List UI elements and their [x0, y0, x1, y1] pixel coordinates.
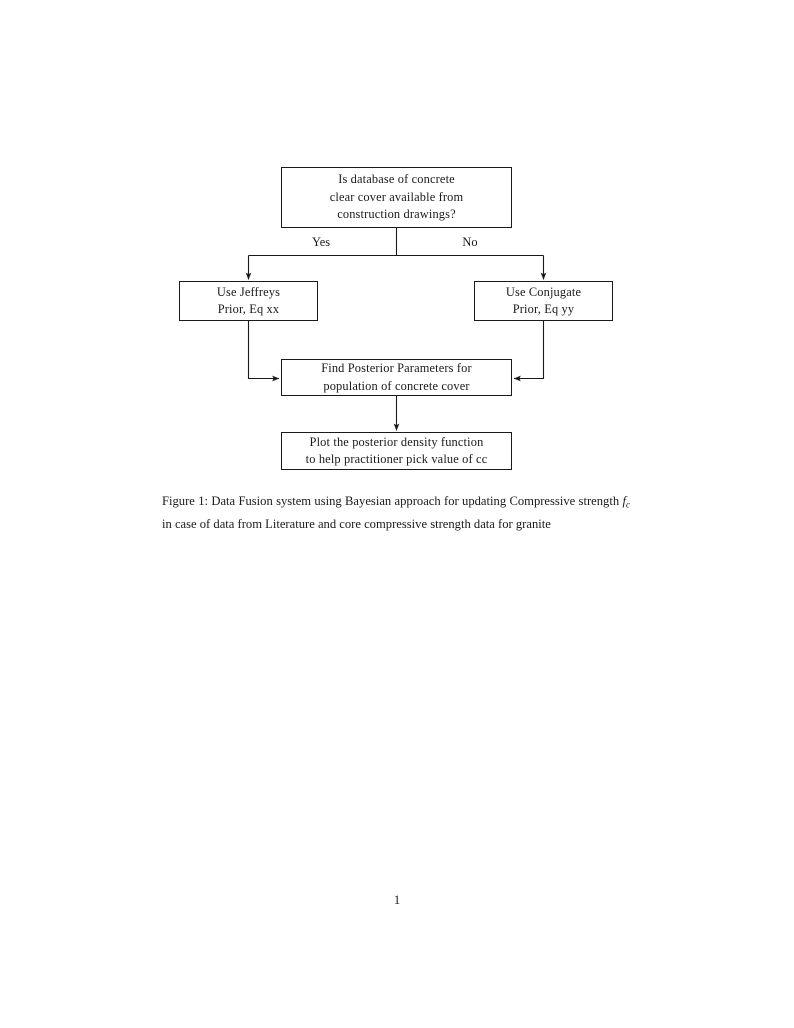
node-plot-line-1: Plot the posterior density function — [309, 434, 484, 449]
node-question-database: Is database of concrete clear cover avai… — [281, 167, 512, 228]
node-plot-posterior-density: Plot the posterior density function to h… — [281, 432, 512, 470]
edge-jeffreys-to-posterior — [247, 321, 280, 382]
node-plot-line-2: to help practitioner pick value of cc — [305, 452, 488, 466]
math-symbol-fc: f — [622, 494, 626, 508]
figure-caption-text-before: Data Fusion system using Bayesian approa… — [208, 494, 623, 508]
node-question-line-3: construction drawings? — [337, 207, 456, 222]
node-jeffreys-line-1: Use Jeffreys — [216, 284, 281, 299]
figure-caption: Figure 1: Data Fusion system using Bayes… — [162, 492, 630, 535]
edge-label-yes: Yes — [311, 235, 331, 249]
math-subscript-c: c — [625, 499, 630, 510]
edge-conjugate-to-posterior — [513, 321, 545, 382]
flowchart-connectors — [245, 228, 547, 431]
figure-1: Is database of concrete clear cover avai… — [0, 0, 794, 531]
node-question-line-1: Is database of concrete — [338, 172, 455, 187]
node-find-posterior-parameters: Find Posterior Parameters for population… — [281, 359, 512, 396]
node-question-line-2: clear cover available from — [329, 189, 464, 204]
node-conjugate-line-1: Use Conjugate — [505, 284, 582, 299]
node-jeffreys-prior: Use Jeffreys Prior, Eq xx — [179, 281, 318, 321]
edge-label-no: No — [462, 235, 478, 249]
page-number: 1 — [393, 893, 401, 907]
node-conjugate-line-2: Prior, Eq yy — [512, 302, 575, 316]
node-posterior-line-2: population of concrete cover — [323, 378, 470, 393]
figure-caption-text-after: in case of data from Literature and core… — [162, 517, 551, 532]
node-conjugate-prior: Use Conjugate Prior, Eq yy — [474, 281, 613, 321]
figure-caption-label: Figure 1: — [162, 494, 209, 508]
node-posterior-line-1: Find Posterior Parameters for — [321, 361, 472, 375]
node-jeffreys-line-2: Prior, Eq xx — [217, 302, 280, 316]
